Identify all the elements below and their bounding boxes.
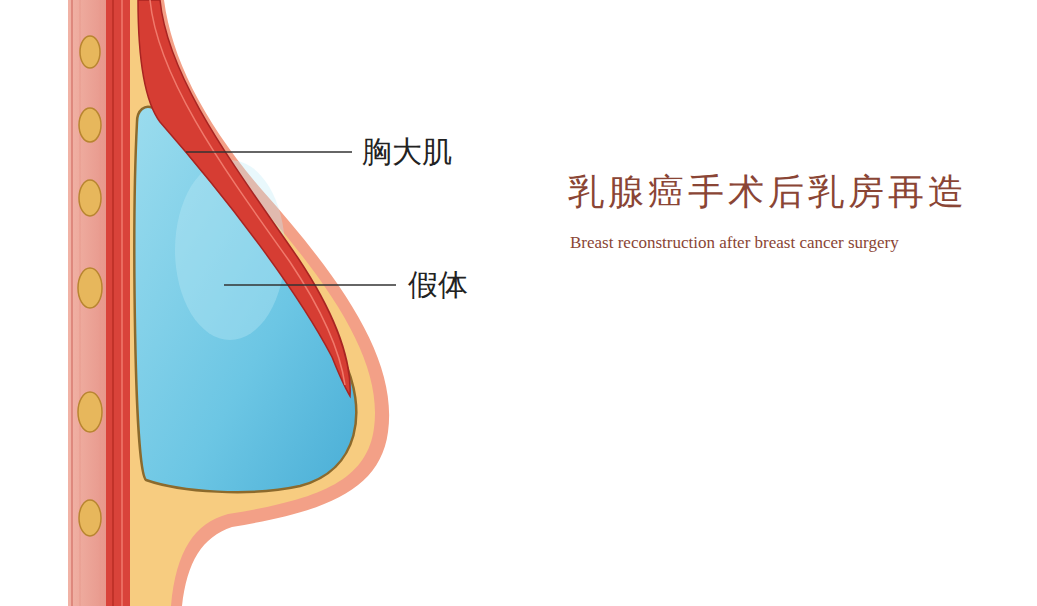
chest-wall (68, 0, 108, 606)
skin-outline (130, 0, 389, 606)
fat-layer (130, 0, 375, 606)
part-label: 假体 (408, 267, 468, 303)
diagram-caption: Breast reconstruction after breast cance… (570, 233, 899, 253)
chest-muscle (106, 0, 130, 606)
diagram-title: 乳腺癌手术后乳房再造 (568, 170, 968, 213)
leader-line (186, 151, 352, 153)
pectoralis-major (138, 0, 350, 396)
leader-line (224, 284, 396, 286)
ribs (78, 36, 102, 536)
part-label: 胸大肌 (362, 134, 452, 170)
